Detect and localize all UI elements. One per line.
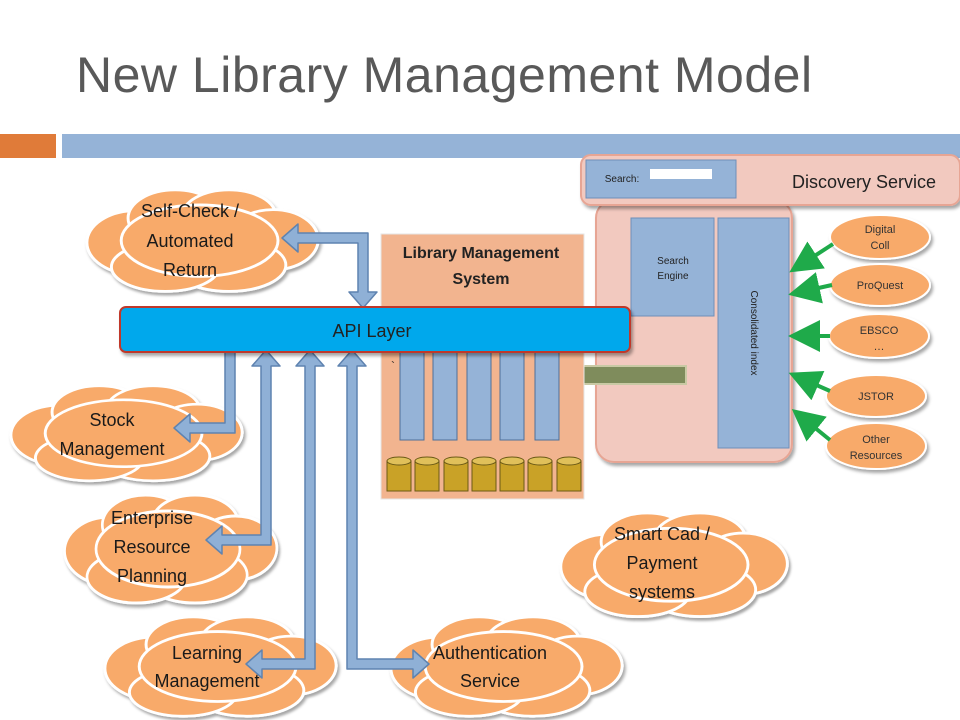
content-sources: Digital Coll ProQuest EBSCO … JSTOR Othe… <box>788 214 931 470</box>
svg-text:JSTOR: JSTOR <box>858 391 894 403</box>
accent-bar-orange <box>0 134 56 158</box>
arrow-erp <box>205 349 281 555</box>
svg-text:Management: Management <box>154 671 259 691</box>
api-layer-bar <box>119 306 631 353</box>
slide-title: New Library Management Model <box>76 47 813 103</box>
svg-text:Service: Service <box>460 671 520 691</box>
api-arrows <box>173 223 430 679</box>
svg-text:Automated: Automated <box>146 231 233 251</box>
lms-databases <box>386 456 582 492</box>
discovery-service: Discovery Service Search: Search Engine … <box>580 154 960 463</box>
svg-text:Stock: Stock <box>89 410 135 430</box>
api-layer-label: API Layer <box>332 321 411 341</box>
cloud-smart-card-payment: Smart Cad / Payment systems <box>559 511 789 619</box>
svg-text:Learning: Learning <box>172 643 242 663</box>
source-ebsco: EBSCO … <box>828 313 930 359</box>
lms-title-1: Library Management <box>403 245 560 262</box>
arrow-learning <box>245 349 325 679</box>
search-engine-label-1: Search <box>657 256 689 267</box>
source-digital-coll: Digital Coll <box>829 214 931 260</box>
svg-text:Payment: Payment <box>626 553 697 573</box>
svg-text:Management: Management <box>59 439 164 459</box>
api-layer: API Layer <box>119 306 631 353</box>
source-other-resources: Other Resources <box>825 422 927 470</box>
svg-text:Smart Cad /: Smart Cad / <box>614 524 710 544</box>
svg-text:Self-Check /: Self-Check / <box>141 201 239 221</box>
cloud-enterprise-resource-planning: Enterprise Resource Planning <box>63 493 279 605</box>
source-jstor: JSTOR <box>825 374 927 418</box>
discovery-title: Discovery Service <box>792 172 936 192</box>
svg-text:Enterprise: Enterprise <box>111 508 193 528</box>
svg-text:…: … <box>874 341 885 353</box>
svg-text:EBSCO: EBSCO <box>860 325 899 337</box>
lms-modules <box>399 351 560 441</box>
lms-title-2: System <box>453 271 510 288</box>
cloud-learning-management: Learning Management <box>103 615 338 718</box>
arrow-auth <box>337 349 430 679</box>
svg-text:Authentication: Authentication <box>433 643 547 663</box>
svg-text:systems: systems <box>629 582 695 602</box>
library-management-system: Library Management System ` <box>380 233 585 500</box>
cloud-authentication-service: Authentication Service <box>389 615 624 718</box>
source-proquest: ProQuest <box>829 263 931 307</box>
search-engine-label-2: Engine <box>657 271 689 282</box>
svg-text:Planning: Planning <box>117 566 187 586</box>
svg-text:Resources: Resources <box>850 450 903 462</box>
cloud-self-check: Self-Check / Automated Return <box>85 188 320 293</box>
search-engine-box <box>630 217 715 317</box>
svg-text:Other: Other <box>862 434 890 446</box>
svg-text:Return: Return <box>163 260 217 280</box>
search-input[interactable] <box>650 169 712 179</box>
consolidated-index-label: Consolidated index <box>748 290 759 375</box>
lms-tick: ` <box>391 359 395 373</box>
svg-text:Resource: Resource <box>113 537 190 557</box>
svg-text:ProQuest: ProQuest <box>857 280 903 292</box>
consolidated-index-box <box>717 217 790 449</box>
source-arrows <box>788 241 835 442</box>
svg-text:Coll: Coll <box>871 240 890 252</box>
search-label: Search: <box>605 174 639 185</box>
svg-text:Digital: Digital <box>865 224 896 236</box>
cloud-stock-management: Stock Management <box>9 384 244 483</box>
